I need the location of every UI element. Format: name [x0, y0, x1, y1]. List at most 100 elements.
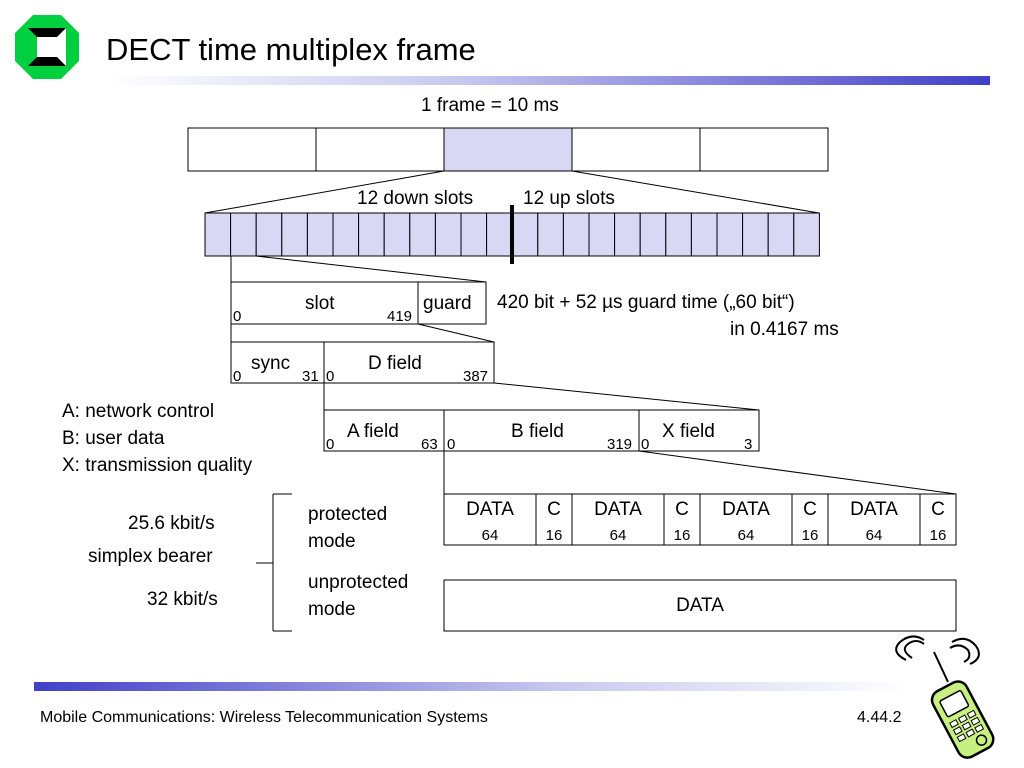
time-slot [614, 212, 641, 257]
footer-course-title: Mobile Communications: Wireless Telecomm… [40, 709, 488, 726]
footer-gradient-bar [34, 682, 910, 691]
a-end-bit: 63 [421, 436, 438, 453]
protected-cell-name: C [931, 499, 945, 520]
unprotected-data-box [443, 579, 957, 632]
down-slots-label: 12 down slots [357, 188, 474, 209]
protected-cell-name: C [803, 499, 817, 520]
time-slot [434, 212, 462, 257]
time-slot [460, 212, 488, 257]
mobile-phone-icon [895, 635, 995, 759]
protected-cell-bits: 64 [737, 527, 755, 544]
time-slot [358, 212, 385, 257]
legend-b: B: user data [62, 428, 165, 449]
protected-mode-line2: mode [308, 531, 356, 552]
protected-cell-bits: 16 [545, 527, 563, 544]
protected-mode-line1: protected [308, 504, 388, 525]
x-end-bit: 3 [744, 436, 753, 453]
abx-box [323, 409, 760, 452]
x-start-bit: 0 [641, 436, 650, 453]
time-slot [767, 212, 795, 257]
time-slot [562, 212, 590, 257]
d-end-bit: 387 [463, 368, 489, 385]
slot-row [204, 212, 820, 257]
protected-cell [535, 493, 573, 546]
unprotected-rate: 32 kbit/s [147, 589, 218, 610]
slot-detail-box [230, 281, 487, 325]
protected-cell-name: C [675, 499, 689, 520]
time-slot [639, 212, 667, 257]
zoom-line-left [204, 170, 445, 214]
protected-cell-bits: 64 [609, 527, 627, 544]
time-slot [716, 212, 744, 257]
legend-a: A: network control [62, 401, 215, 422]
time-slot [409, 212, 436, 257]
b-field-label: B field [511, 421, 564, 442]
protected-cell [699, 493, 793, 546]
legend-x: X: transmission quality [62, 455, 253, 476]
university-logo-icon [15, 15, 79, 79]
slot-info-line2: in 0.4167 ms [730, 319, 839, 340]
unprotected-mode-line2: mode [308, 599, 356, 620]
slot-start-bit: 0 [233, 308, 242, 325]
unprotected-data-label: DATA [676, 595, 724, 616]
protected-cell-bits: 16 [929, 527, 947, 544]
bearer-bracket [256, 493, 292, 632]
b-start-bit: 0 [447, 436, 456, 453]
time-slot [306, 212, 334, 257]
up-slots-label: 12 up slots [523, 188, 615, 209]
protected-cell-name: C [547, 499, 561, 520]
x-field-label: X field [662, 421, 715, 442]
time-slot [511, 212, 539, 257]
unprotected-mode-line1: unprotected [308, 572, 409, 593]
time-slot [665, 212, 692, 257]
frame-boxes [187, 127, 829, 172]
sync-d-box [230, 341, 495, 384]
slide-title: DECT time multiplex frame [106, 32, 476, 67]
footer-slide-number: 4.44.2 [857, 709, 902, 726]
b-end-bit: 319 [607, 436, 633, 453]
protected-rate: 25.6 kbit/s [128, 513, 215, 534]
protected-cell-bits: 64 [865, 527, 883, 544]
slot-info-line1: 420 bit + 52 µs guard time („60 bit“) [497, 292, 795, 313]
header-gradient-bar [106, 76, 990, 85]
time-slot [332, 212, 360, 257]
protected-cell [663, 493, 701, 546]
protected-cell-name: DATA [722, 499, 770, 520]
d-field-label: D field [368, 353, 422, 374]
time-slot [793, 212, 820, 257]
slot-end-bit: 419 [387, 308, 413, 325]
guard-label: guard [423, 293, 472, 314]
protected-cell-name: DATA [466, 499, 514, 520]
time-slot [281, 212, 308, 257]
frame-duration-label: 1 frame = 10 ms [421, 95, 559, 116]
time-slot [588, 212, 616, 257]
sync-start-bit: 0 [233, 368, 242, 385]
time-slot [486, 212, 513, 257]
protected-cell-name: DATA [850, 499, 898, 520]
protected-cell [919, 493, 957, 546]
time-slot [230, 212, 257, 257]
highlighted-frame-segment [443, 127, 573, 172]
sync-end-bit: 31 [302, 368, 319, 385]
protected-cell-name: DATA [594, 499, 642, 520]
time-slot [383, 212, 411, 257]
time-slot [742, 212, 769, 257]
a-field-label: A field [347, 421, 399, 442]
protected-cell [827, 493, 921, 546]
time-slot [690, 212, 718, 257]
time-slot [255, 212, 283, 257]
protected-data-row [443, 493, 957, 546]
zoom-line-right [571, 170, 820, 214]
time-slot [204, 212, 232, 257]
time-slot [537, 212, 564, 257]
protected-cell-bits: 16 [673, 527, 691, 544]
sync-label: sync [251, 353, 291, 374]
slot-label: slot [305, 293, 335, 314]
d-start-bit: 0 [326, 368, 335, 385]
protected-cell-bits: 16 [801, 527, 819, 544]
protected-cell [791, 493, 829, 546]
simplex-bearer-label: simplex bearer [88, 546, 213, 567]
a-start-bit: 0 [326, 436, 335, 453]
protected-cell-bits: 64 [481, 527, 499, 544]
